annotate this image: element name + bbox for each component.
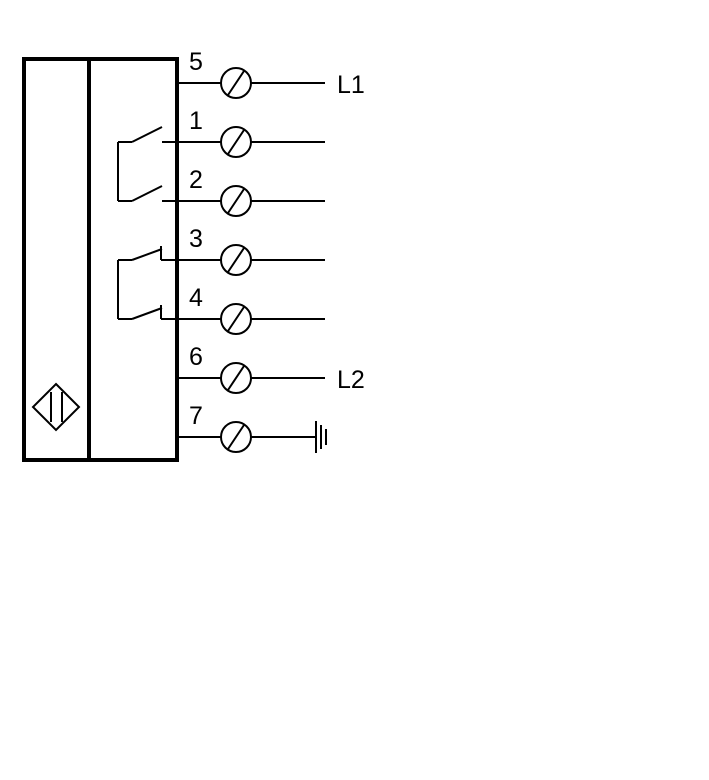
screw-terminal-icon <box>220 67 252 99</box>
screw-terminal-icon <box>220 421 252 453</box>
terminal-number: 7 <box>189 402 203 430</box>
screw-terminal-icon <box>220 185 252 217</box>
terminal-3: 3 <box>177 225 325 276</box>
normally-open-contacts <box>117 126 177 202</box>
terminal-number: 5 <box>189 48 203 76</box>
device-housing <box>22 57 179 462</box>
terminal-5: 5L1 <box>177 48 365 99</box>
screw-terminal-icon <box>220 362 252 394</box>
terminal-4: 4 <box>177 284 325 335</box>
terminal-7: 7 <box>177 402 316 453</box>
sensor-icon <box>31 382 81 432</box>
terminal-2: 2 <box>177 166 325 217</box>
terminal-number: 2 <box>189 166 203 194</box>
line-label: L2 <box>337 366 365 394</box>
terminal-1: 1 <box>177 107 325 158</box>
terminal-number: 6 <box>189 343 203 371</box>
terminal-number: 4 <box>189 284 203 312</box>
screw-terminal-icon <box>220 126 252 158</box>
screw-terminal-icon <box>220 244 252 276</box>
terminal-number: 3 <box>189 225 203 253</box>
terminal-6: 6L2 <box>177 343 365 394</box>
screw-terminal-icon <box>220 303 252 335</box>
normally-closed-contacts <box>117 246 177 320</box>
terminal-number: 1 <box>189 107 203 135</box>
ground-icon <box>315 421 327 453</box>
line-label: L1 <box>337 71 365 99</box>
